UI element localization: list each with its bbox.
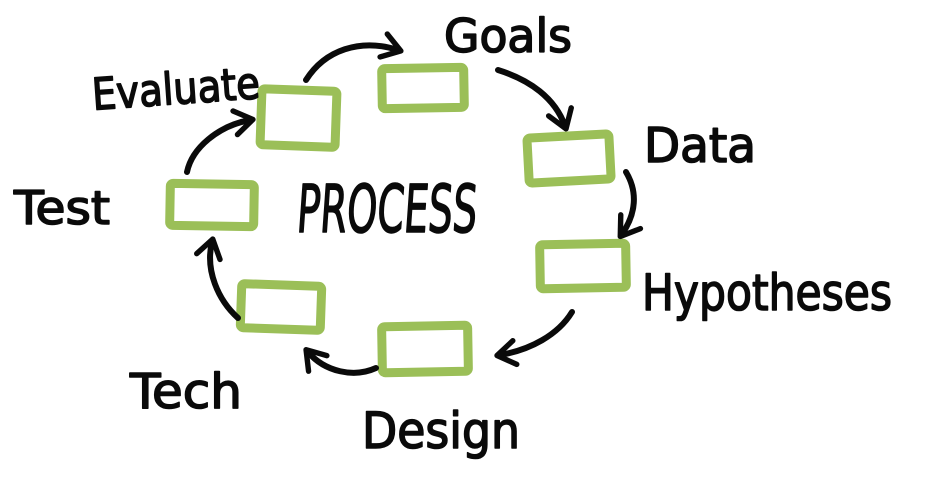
step-box-evaluate [255,84,342,152]
arrow-evaluate-to-goals [303,31,404,83]
step-label-test: Test [13,181,110,235]
step-box-test [165,178,259,232]
step-label-hypotheses: Hypotheses [642,264,892,322]
step-label-design: Design [362,402,520,460]
arrow-design-to-tech [303,347,379,376]
arrow-test-to-evaluate [184,108,256,175]
arrow-hypotheses-to-design [494,309,575,368]
step-labels: Goals Data Hypotheses Design Tech Test E… [12,8,893,461]
step-box-data [522,129,616,188]
step-label-evaluate: Evaluate [90,58,261,121]
step-boxes [165,62,631,378]
step-box-tech [235,279,327,335]
arrow-tech-to-test [194,236,241,321]
arrow-data-to-hypotheses [617,169,644,240]
step-box-design [377,320,473,378]
step-label-data: Data [644,118,756,174]
step-box-goals [377,62,469,114]
step-label-goals: Goals [444,9,572,63]
arrow-goals-to-data [495,67,574,132]
step-box-hypotheses [535,238,631,294]
cycle-arrows [184,31,644,376]
step-label-tech: Tech [129,364,242,420]
center-label: PROCESS [295,171,480,248]
